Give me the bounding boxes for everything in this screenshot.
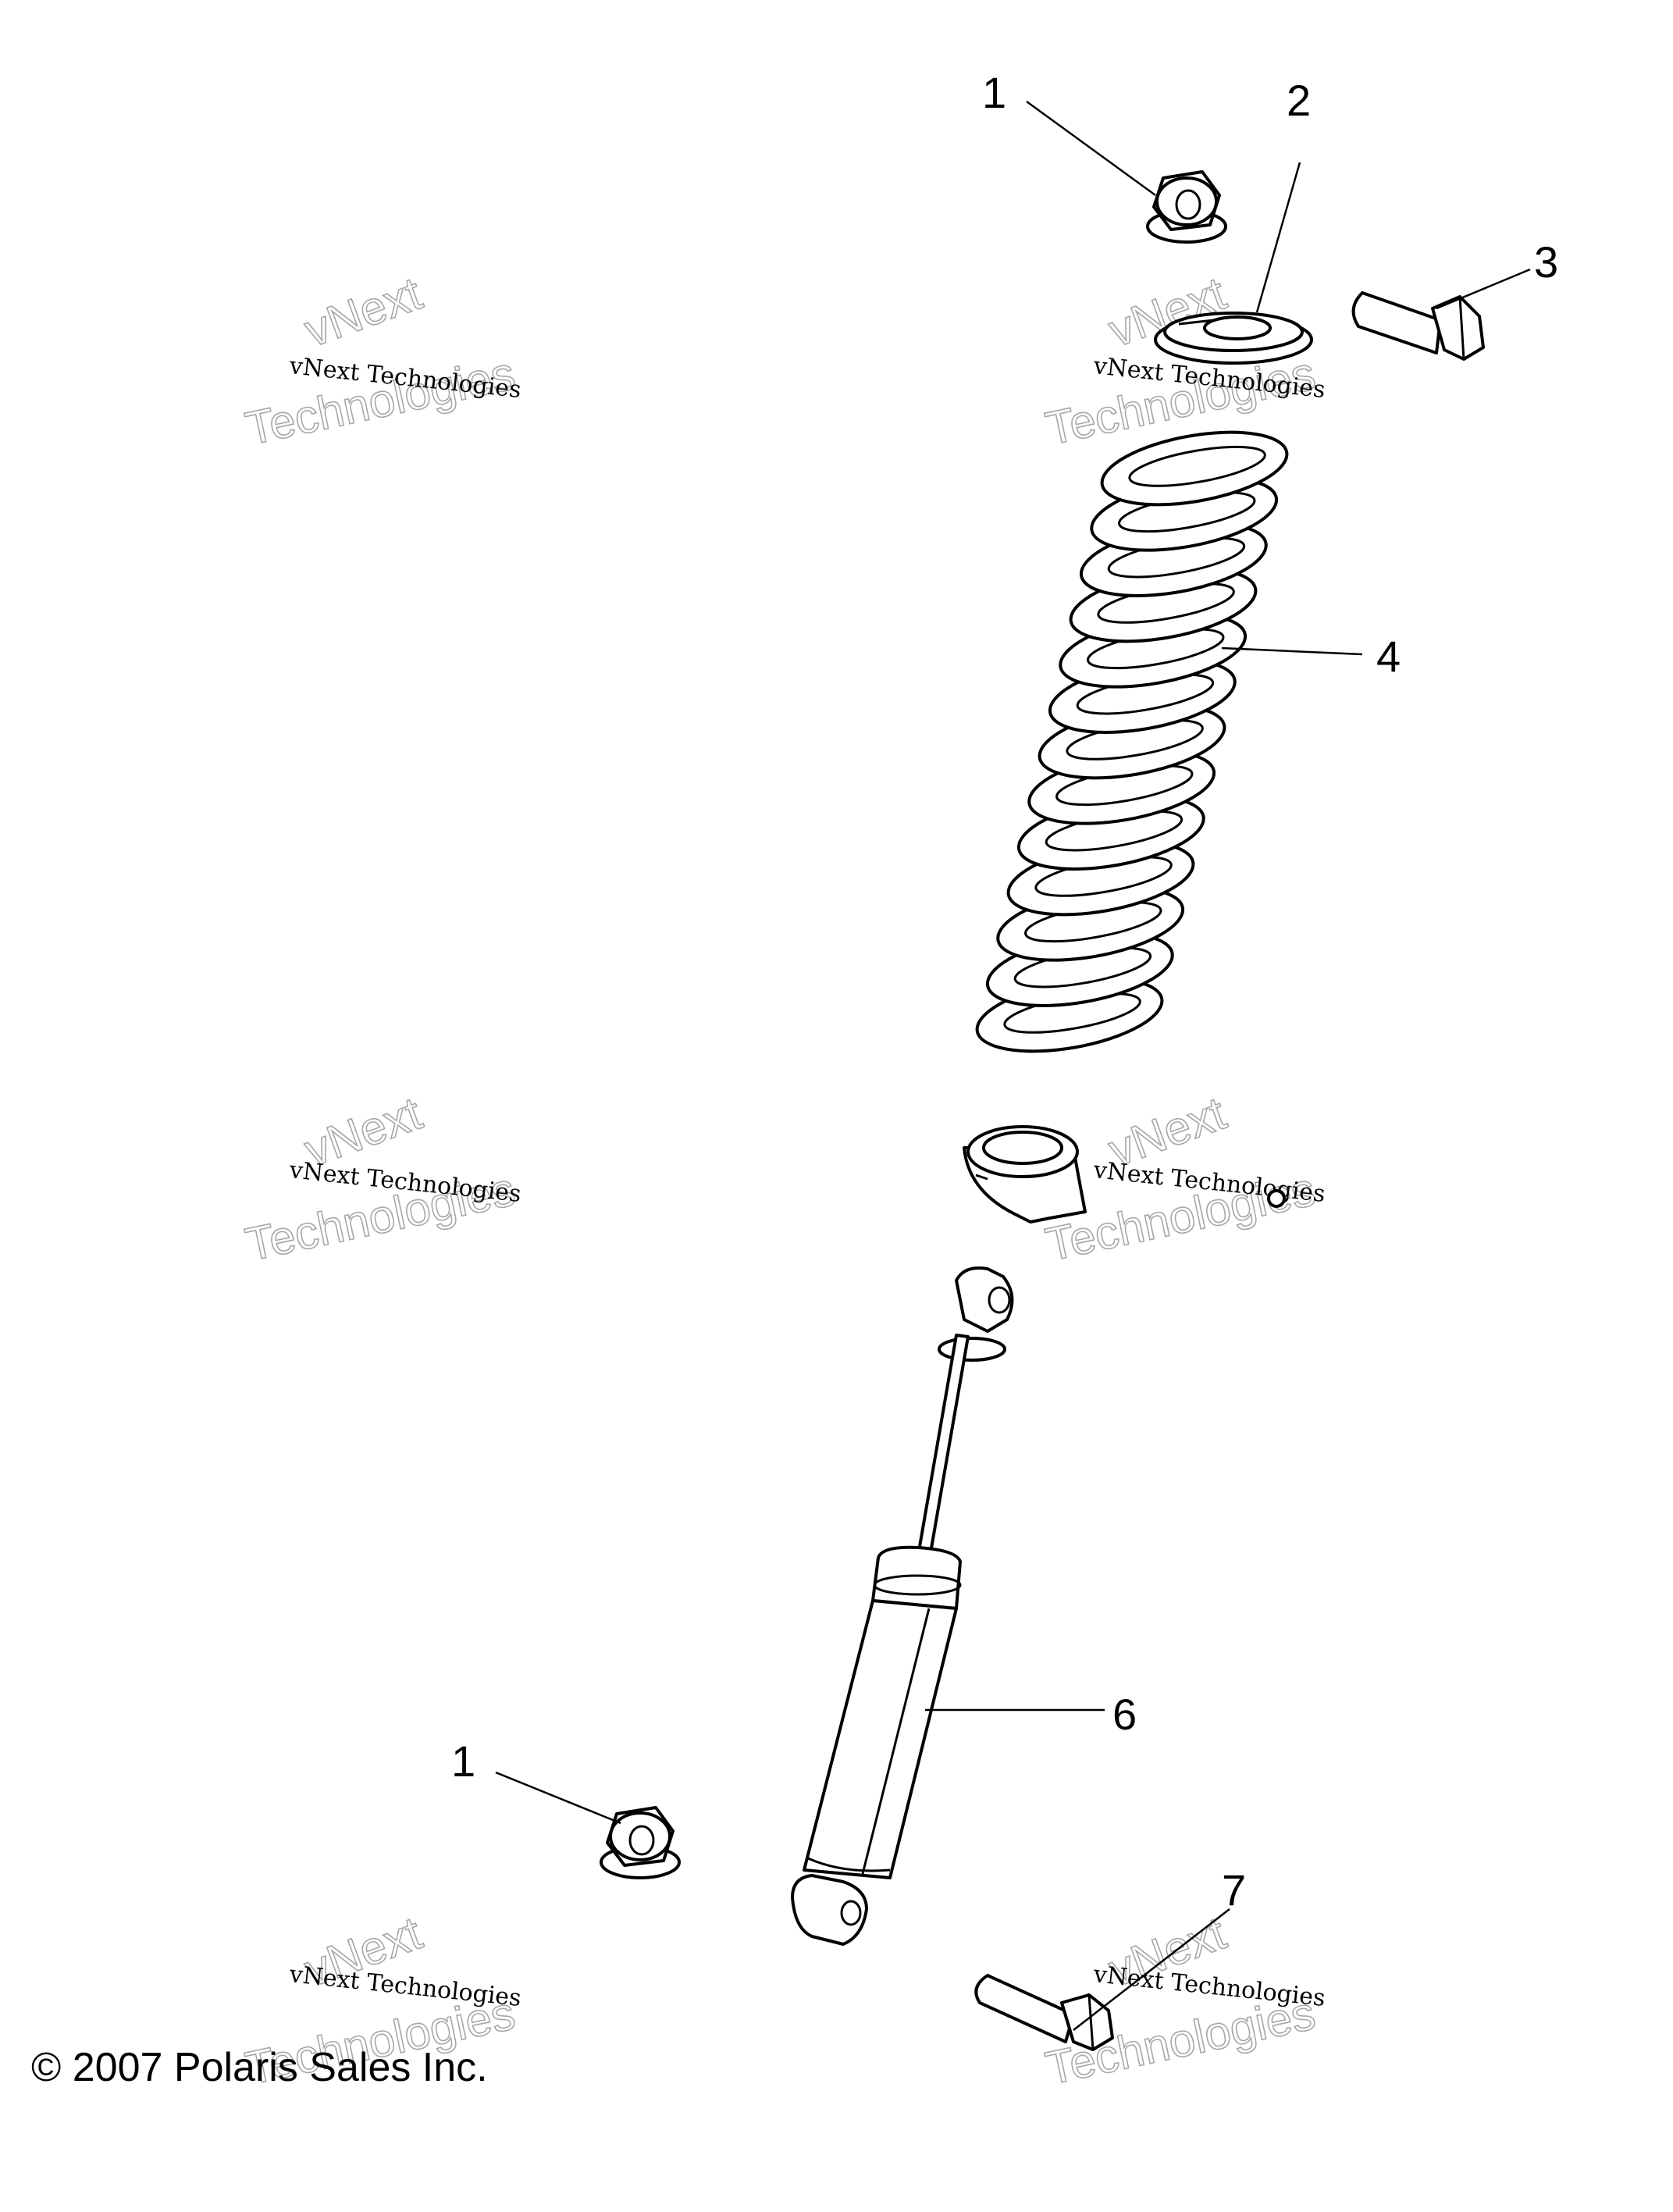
leader-line-1-bottom <box>495 1771 621 1825</box>
callout-7: 7 <box>1222 1865 1246 1915</box>
part-hex-bolt-top <box>1351 291 1485 361</box>
part-flange-nut-bottom <box>600 1806 681 1879</box>
part-flange-nut-top <box>1146 170 1227 244</box>
watermark-small-line: vNext Technologies <box>287 1961 522 2012</box>
leader-line-2 <box>1255 162 1301 313</box>
copyright-text: © 2007 Polaris Sales Inc. <box>31 2045 488 2090</box>
watermark-top-left: vNext Technologies vNext Technologies <box>240 266 522 456</box>
callout-1-top: 1 <box>982 68 1006 117</box>
leader-line-7 <box>1073 1908 1230 2031</box>
callout-6: 6 <box>1112 1690 1137 1739</box>
leader-line-4 <box>1221 647 1363 656</box>
watermark-small-line: vNext Technologies <box>1091 1961 1326 2012</box>
callout-2: 2 <box>1287 76 1311 125</box>
watermark-big-line-1: vNext <box>298 267 429 358</box>
callout-1-bottom: 1 <box>451 1736 475 1786</box>
callout-3: 3 <box>1534 237 1558 287</box>
part-shock-absorber <box>791 1266 1014 1946</box>
spring-coil-inner <box>1128 445 1266 487</box>
part-lower-spring-seat <box>963 1125 1286 1224</box>
watermark-mid-left: vNext Technologies vNext Technologies <box>240 1086 522 1272</box>
leader-line-1-top <box>1026 100 1156 197</box>
watermark-mid-right: vNext Technologies vNext Technologies <box>1041 1086 1326 1272</box>
watermark-top-right: vNext Technologies vNext Technologies <box>1041 266 1326 456</box>
callout-4: 4 <box>1376 632 1401 681</box>
part-coil-spring <box>975 430 1289 1053</box>
part-spring-retainer <box>1154 312 1313 365</box>
leader-line-3 <box>1436 268 1531 310</box>
